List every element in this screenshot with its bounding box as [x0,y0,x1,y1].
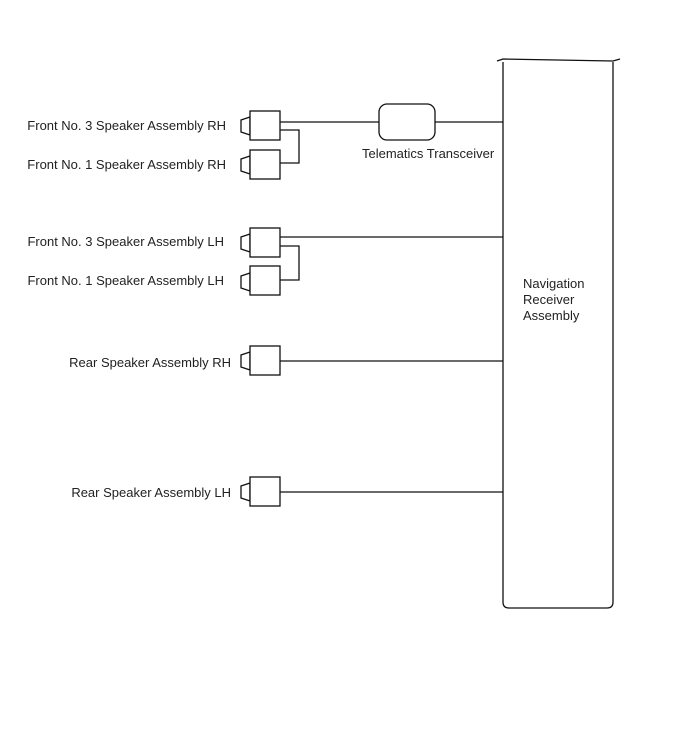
navigation-receiver-assembly: Navigation Receiver Assembly [496,58,621,609]
navigation-label-line2: Receiver [523,292,575,307]
navigation-receiver-box [502,62,614,609]
navigation-label-line1: Navigation [523,276,584,291]
speaker-rear-lh-box [249,476,281,507]
telematics-transceiver-label: Telematics Transceiver [362,146,495,161]
speaker-icon [240,116,251,136]
speaker-front3-lh: Front No. 3 Speaker Assembly LH [27,227,281,258]
speaker-front3-rh-label: Front No. 3 Speaker Assembly RH [27,118,226,133]
speaker-front3-rh-box [249,110,281,141]
speaker-front3-lh-box [249,227,281,258]
speaker-icon [240,155,251,175]
navigation-receiver-break-line [496,58,621,62]
speaker-front1-rh-label: Front No. 1 Speaker Assembly RH [27,157,226,172]
speaker-front1-lh-box [249,265,281,296]
speaker-front3-lh-label: Front No. 3 Speaker Assembly LH [27,234,224,249]
wire-front-lh-jumper [280,245,300,281]
telematics-transceiver-box [378,103,436,141]
speaker-front3-rh: Front No. 3 Speaker Assembly RH [27,110,281,141]
speaker-icon [240,233,251,253]
speaker-front1-lh-label: Front No. 1 Speaker Assembly LH [27,273,224,288]
speaker-icon [240,482,251,502]
speaker-icon [240,351,251,371]
speaker-rear-rh: Rear Speaker Assembly RH [69,345,281,376]
speaker-rear-rh-box [249,345,281,376]
speaker-rear-rh-label: Rear Speaker Assembly RH [69,355,231,370]
speaker-rear-lh: Rear Speaker Assembly LH [71,476,281,507]
speaker-icon [240,272,251,292]
speaker-front1-rh: Front No. 1 Speaker Assembly RH [27,149,281,180]
telematics-transceiver: Telematics Transceiver [362,103,495,161]
speaker-front1-rh-box [249,149,281,180]
wire-front-rh-jumper [280,129,300,164]
speaker-rear-lh-label: Rear Speaker Assembly LH [71,485,231,500]
navigation-label-line3: Assembly [523,308,580,323]
speaker-front1-lh: Front No. 1 Speaker Assembly LH [27,265,281,296]
